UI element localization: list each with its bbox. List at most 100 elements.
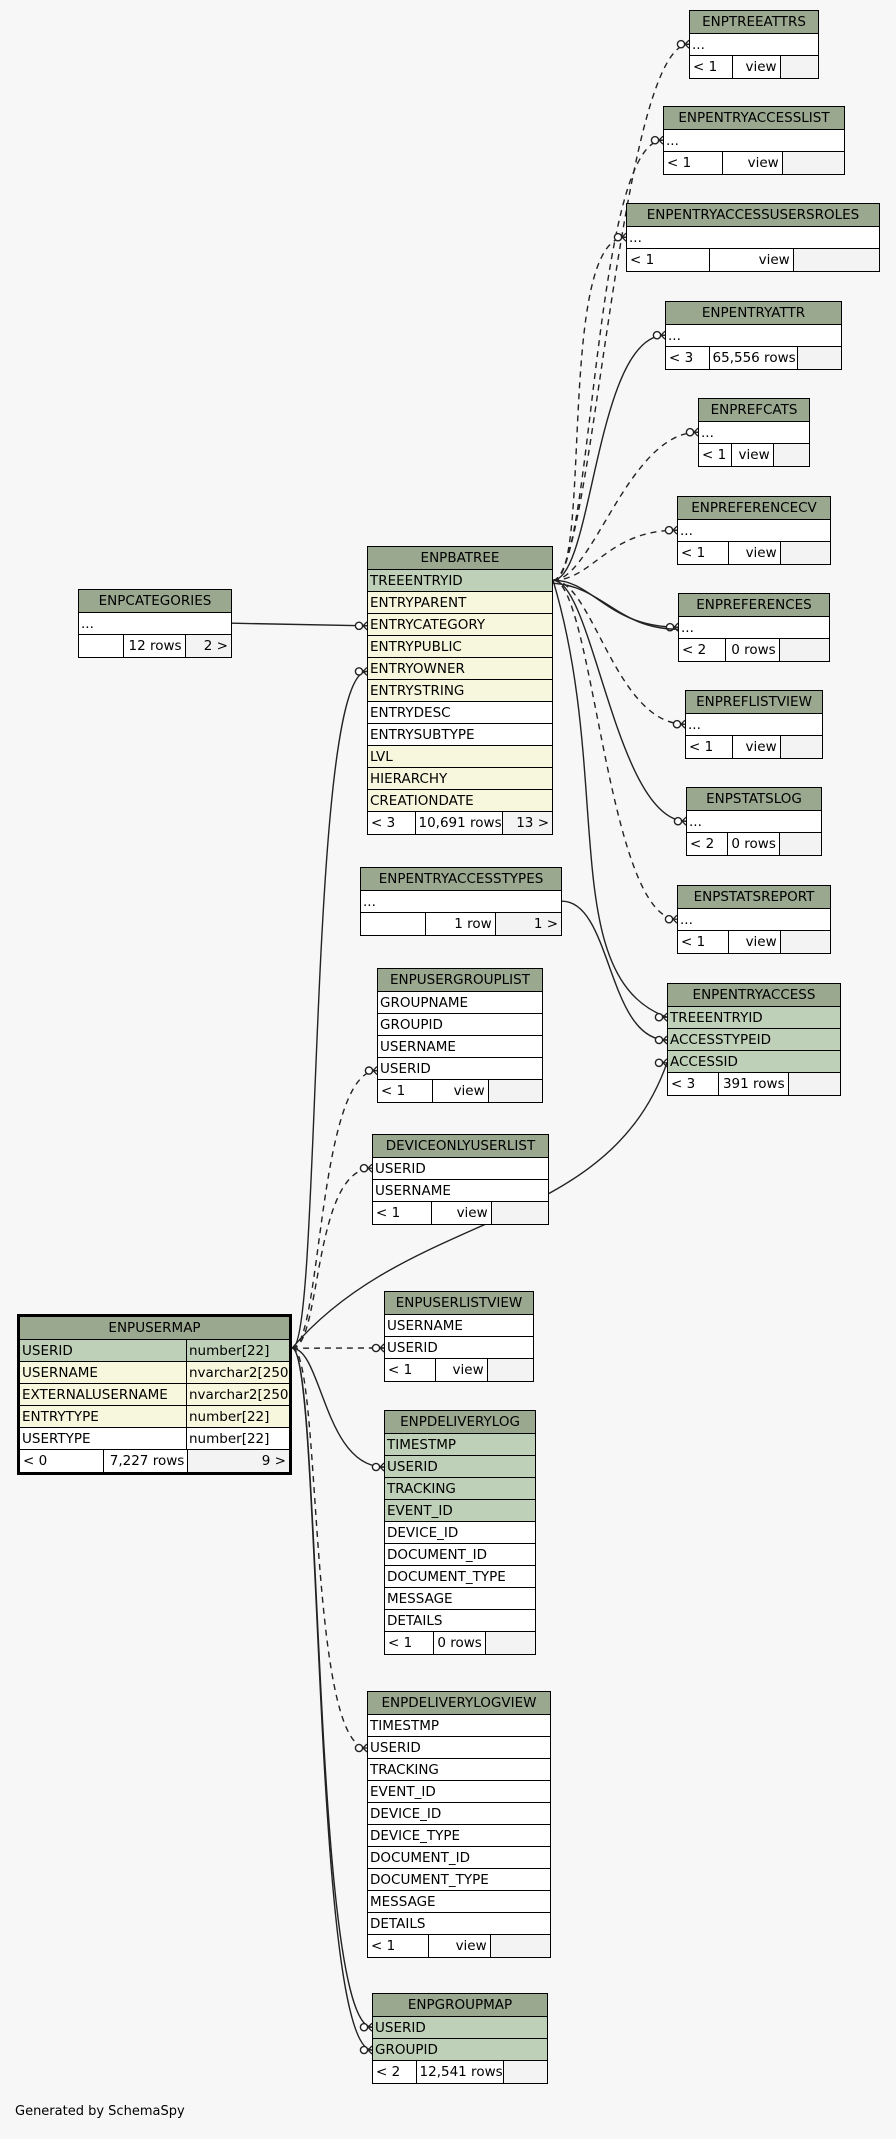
column-entryowner: ENTRYOWNER: [368, 658, 552, 680]
column-details: DETAILS: [385, 1610, 535, 1632]
column-userid: USERID number[22]: [20, 1340, 289, 1362]
footer-row-count: view: [733, 56, 781, 78]
footer-row-count: 0 rows: [726, 639, 780, 661]
table-header[interactable]: ENPGROUPMAP: [373, 1994, 547, 2017]
column-userid: USERID: [378, 1058, 542, 1080]
table-header[interactable]: DEVICEONLYUSERLIST: [373, 1135, 548, 1158]
footer-child-count[interactable]: 1 >: [495, 913, 562, 935]
column-name: HIERARCHY: [370, 771, 448, 787]
table-header[interactable]: ENPSTATSREPORT: [678, 886, 830, 909]
footer-row-count: 10,691 rows: [416, 812, 503, 834]
column-name: USERID: [22, 1343, 73, 1359]
table-header[interactable]: ENPTREEATTRS: [690, 11, 818, 34]
column-name: DEVICE_ID: [387, 1525, 459, 1541]
table-header[interactable]: ENPREFLISTVIEW: [686, 691, 822, 714]
table-header[interactable]: ENPUSERMAP: [20, 1317, 289, 1340]
column-entrydesc: ENTRYDESC: [368, 702, 552, 724]
footer-child-count: [773, 444, 809, 466]
column-name: ...: [81, 616, 94, 632]
column-ellipsis: ...: [678, 520, 830, 542]
column-lvl: LVL: [368, 746, 552, 768]
column-userid: USERID: [368, 1737, 550, 1759]
column-name: DEVICE_TYPE: [370, 1828, 461, 1844]
column-name: DOCUMENT_TYPE: [387, 1569, 506, 1585]
footer-parent-count: < 1: [373, 1202, 433, 1224]
crowfoot-enpstatslog: [673, 816, 687, 826]
table-header[interactable]: ENPREFERENCECV: [678, 497, 830, 520]
footer-parent-count: < 3: [666, 347, 710, 369]
footer-child-count: [490, 1935, 550, 1957]
edge-enpbatree-enpreflistview: [552, 579, 686, 725]
table-header[interactable]: ENPCATEGORIES: [79, 590, 231, 613]
column-name: CREATIONDATE: [370, 793, 474, 809]
column-ellipsis: ...: [627, 227, 879, 249]
column-device-id: DEVICE_ID: [385, 1522, 535, 1544]
table-header[interactable]: ENPDELIVERYLOGVIEW: [368, 1692, 550, 1715]
edge-enpbatree-enpentryaccesslist: [552, 139, 664, 581]
footer-parent-count: < 2: [679, 639, 727, 661]
edge-accesstypes-enpentryaccess: [561, 900, 668, 1041]
generated-by-label: Generated by SchemaSpy: [15, 2104, 185, 2119]
table-header[interactable]: ENPBATREE: [368, 547, 552, 570]
column-name: ...: [629, 230, 642, 246]
edge-enpbatree-enprefcats: [552, 431, 699, 581]
column-ellipsis: ...: [699, 422, 809, 444]
table-header[interactable]: ENPDELIVERYLOG: [385, 1411, 535, 1434]
table-header[interactable]: ENPENTRYACCESSLIST: [664, 107, 844, 130]
footer-child-count[interactable]: 13 >: [502, 812, 552, 834]
footer-row-count: 7,227 rows: [104, 1450, 189, 1472]
table-header[interactable]: ENPUSERLISTVIEW: [385, 1292, 533, 1315]
footer-row-count: 1 row: [426, 913, 496, 935]
table-header[interactable]: ENPSTATSLOG: [687, 788, 821, 811]
crowfoot-enpbatree-entrycategory: [354, 621, 368, 631]
table-header[interactable]: ENPENTRYACCESSUSERSROLES: [627, 204, 879, 227]
table-header[interactable]: ENPENTRYACCESS: [668, 984, 840, 1007]
table-header[interactable]: ENPREFCATS: [699, 399, 809, 422]
column-name: DETAILS: [387, 1613, 443, 1629]
footer-child-count[interactable]: 9 >: [188, 1450, 289, 1472]
column-name: USERNAME: [387, 1318, 463, 1334]
column-device-id: DEVICE_ID: [368, 1803, 550, 1825]
column-name: DEVICE_ID: [370, 1806, 442, 1822]
column-type: nvarchar2[250]: [186, 1362, 289, 1383]
table-header[interactable]: ENPENTRYACCESSTYPES: [361, 868, 561, 891]
column-message: MESSAGE: [368, 1891, 550, 1913]
column-name: USERID: [380, 1061, 431, 1077]
table-header[interactable]: ENPUSERGROUPLIST: [378, 969, 542, 992]
table-header[interactable]: ENPENTRYATTR: [666, 302, 841, 325]
column-type: number[22]: [186, 1428, 269, 1449]
table-header[interactable]: ENPREFERENCES: [679, 594, 829, 617]
column-name: USERID: [387, 1459, 438, 1475]
column-type: number[22]: [186, 1340, 269, 1361]
footer-child-count[interactable]: 2 >: [185, 635, 231, 657]
